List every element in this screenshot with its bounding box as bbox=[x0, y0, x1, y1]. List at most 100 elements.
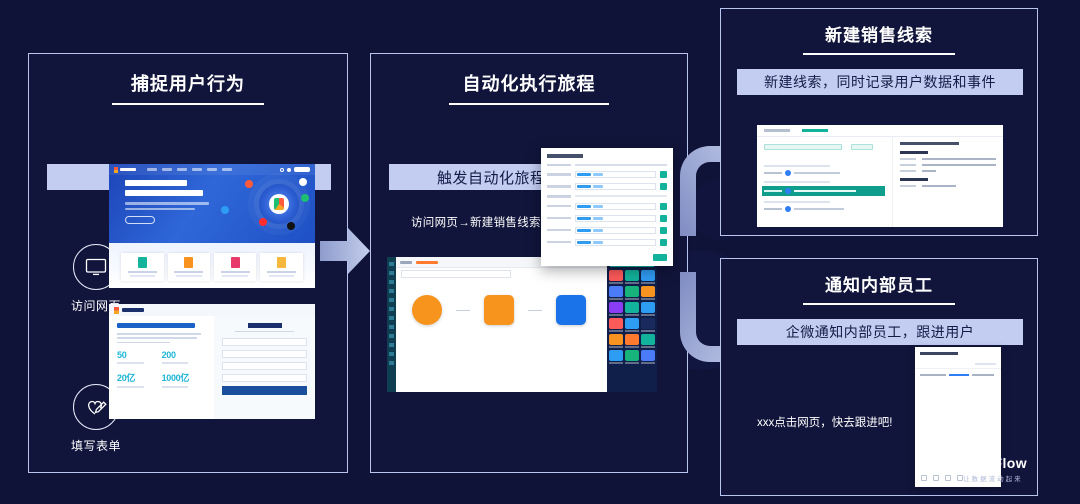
login-button[interactable] bbox=[294, 167, 310, 172]
palette-grid bbox=[609, 270, 655, 364]
notify-node[interactable] bbox=[556, 295, 586, 325]
badge-icon bbox=[245, 180, 253, 188]
attribute-row bbox=[899, 184, 996, 187]
tab-user-profile[interactable] bbox=[764, 129, 790, 132]
user-icon[interactable] bbox=[287, 167, 291, 172]
attributes-header bbox=[899, 142, 960, 145]
search-icon[interactable] bbox=[280, 167, 284, 172]
attribute-row bbox=[899, 169, 996, 172]
form-select-industry[interactable] bbox=[222, 374, 307, 383]
feature-card[interactable] bbox=[167, 253, 211, 281]
form-submit-button[interactable] bbox=[222, 386, 307, 396]
feature-card[interactable] bbox=[214, 253, 257, 281]
app-sidebar-rail bbox=[387, 257, 396, 392]
modal-field-action[interactable] bbox=[660, 238, 667, 246]
panel-notify-staff: 通知内部员工 企微通知内部员工，跟进用户 xxx点击网页，快去跟进吧! Link… bbox=[720, 258, 1038, 496]
palette-icon[interactable] bbox=[609, 318, 623, 329]
feature-card[interactable] bbox=[260, 253, 303, 281]
stats-grid: 50 200 20亿 1000亿 bbox=[117, 350, 206, 394]
wechat-header bbox=[915, 347, 1001, 369]
modal-field-action[interactable] bbox=[660, 183, 667, 190]
trigger-node[interactable] bbox=[412, 295, 442, 325]
badge-icon bbox=[221, 206, 229, 214]
palette-icon[interactable] bbox=[609, 334, 623, 345]
hero-cta-button[interactable] bbox=[125, 216, 155, 224]
panel-journey-title: 自动化执行旅程 bbox=[462, 74, 596, 94]
wechat-tool-icon[interactable] bbox=[921, 475, 927, 481]
trial-form-column bbox=[214, 316, 315, 419]
form-logo-bar bbox=[109, 304, 315, 316]
panel-new-lead: 新建销售线索 新建线索，同时记录用户数据和事件 bbox=[720, 8, 1038, 236]
modal-field-action[interactable] bbox=[660, 226, 667, 234]
palette-icon[interactable] bbox=[641, 270, 655, 281]
filter-chip[interactable] bbox=[851, 144, 874, 150]
custom-attributes-heading bbox=[899, 150, 929, 154]
create-lead-node[interactable] bbox=[484, 295, 514, 325]
palette-icon[interactable] bbox=[625, 302, 639, 313]
tab-timeline[interactable] bbox=[802, 129, 828, 132]
palette-icon[interactable] bbox=[625, 270, 639, 281]
linkflow-wordmark bbox=[122, 308, 144, 312]
modal-field-row bbox=[547, 171, 667, 178]
panel-capture-behavior: 捕捉用户行为 渠道埋点采集线索 访问网页 填写表单 bbox=[28, 53, 348, 473]
website-screenshot-mock bbox=[109, 164, 315, 288]
palette-icon[interactable] bbox=[609, 286, 623, 297]
modal-field-action[interactable] bbox=[660, 202, 667, 210]
wechat-message-link[interactable] bbox=[949, 374, 969, 376]
form-headline bbox=[117, 323, 196, 328]
modal-field-input[interactable] bbox=[575, 238, 656, 246]
palette-icon[interactable] bbox=[609, 302, 623, 313]
panel-notify-title: 通知内部员工 bbox=[825, 276, 933, 295]
nav-item[interactable] bbox=[177, 168, 187, 171]
app-tab-active[interactable] bbox=[416, 260, 438, 264]
nav-item[interactable] bbox=[207, 168, 217, 171]
modal-field-input[interactable] bbox=[575, 214, 656, 222]
modal-field-action[interactable] bbox=[660, 171, 667, 178]
system-attributes-heading bbox=[899, 177, 929, 181]
filter-chip[interactable] bbox=[764, 144, 842, 150]
linkflow-logo-icon bbox=[114, 306, 119, 314]
timeline-event[interactable] bbox=[764, 206, 885, 212]
modal-confirm-button[interactable] bbox=[653, 254, 667, 261]
journey-name-input[interactable] bbox=[401, 270, 511, 278]
palette-icon[interactable] bbox=[625, 350, 639, 361]
badge-icon bbox=[287, 222, 295, 230]
palette-icon[interactable] bbox=[625, 334, 639, 345]
attribute-row bbox=[899, 157, 996, 160]
palette-icon[interactable] bbox=[641, 318, 655, 329]
side-item-label: 访问网页 bbox=[70, 299, 121, 313]
modal-field-input[interactable] bbox=[575, 226, 656, 234]
wechat-tool-icon[interactable] bbox=[945, 475, 951, 481]
palette-icon[interactable] bbox=[609, 270, 623, 281]
nav-item[interactable] bbox=[162, 168, 172, 171]
title-divider bbox=[803, 53, 955, 55]
modal-field-row bbox=[547, 163, 667, 166]
nav-item[interactable] bbox=[222, 168, 232, 171]
wechat-tool-icon[interactable] bbox=[933, 475, 939, 481]
form-input-name[interactable] bbox=[222, 338, 307, 347]
panel-lead-subtitle: 新建线索，同时记录用户数据和事件 bbox=[737, 69, 1023, 95]
form-input-company[interactable] bbox=[222, 362, 307, 371]
palette-icon[interactable] bbox=[625, 286, 639, 297]
palette-icon[interactable] bbox=[641, 302, 655, 313]
modal-field-input[interactable] bbox=[575, 171, 656, 178]
nav-item[interactable] bbox=[147, 168, 157, 171]
palette-icon[interactable] bbox=[641, 286, 655, 297]
wechat-tool-icon[interactable] bbox=[957, 475, 963, 481]
form-input-phone[interactable] bbox=[222, 350, 307, 359]
modal-field-row bbox=[547, 226, 667, 234]
timeline-event[interactable] bbox=[764, 170, 885, 176]
modal-title bbox=[547, 154, 583, 158]
trial-form-title bbox=[247, 323, 282, 328]
palette-icon[interactable] bbox=[625, 318, 639, 329]
modal-field-input[interactable] bbox=[575, 183, 656, 190]
timeline-event-selected[interactable] bbox=[762, 186, 885, 196]
palette-icon[interactable] bbox=[641, 334, 655, 345]
modal-field-action[interactable] bbox=[660, 214, 667, 222]
node-settings-modal bbox=[541, 148, 673, 266]
modal-field-input[interactable] bbox=[575, 202, 656, 210]
palette-icon[interactable] bbox=[641, 350, 655, 361]
feature-card[interactable] bbox=[121, 253, 164, 281]
palette-icon[interactable] bbox=[609, 350, 623, 361]
nav-item[interactable] bbox=[192, 168, 202, 171]
